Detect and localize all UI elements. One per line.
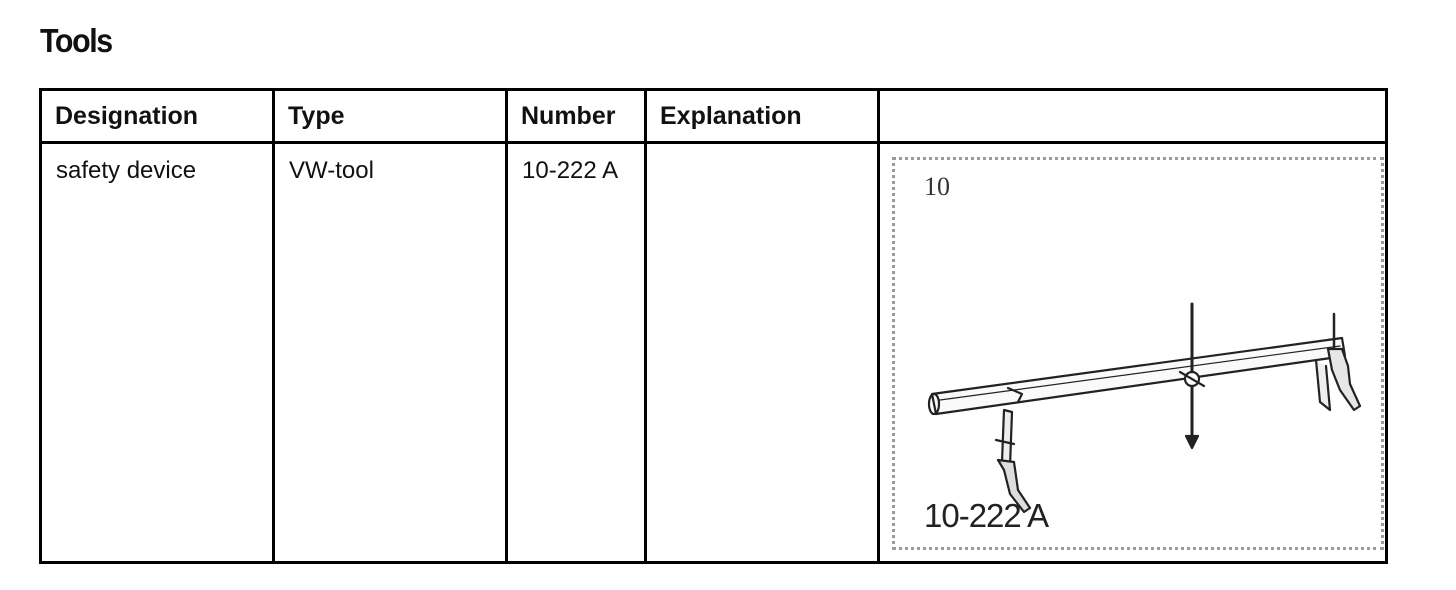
cell-explanation bbox=[644, 141, 880, 564]
illustration-label: 10 bbox=[924, 172, 950, 201]
header-illustration bbox=[877, 88, 1388, 144]
table-row: safety device VW-tool 10-222 A bbox=[39, 141, 1388, 564]
table-header-row: Designation Type Number Explanation bbox=[39, 88, 1388, 144]
header-designation: Designation bbox=[39, 88, 275, 144]
type-value: VW-tool bbox=[289, 157, 374, 184]
designation-value: safety device bbox=[56, 157, 197, 184]
illustration-caption: 10-222 A bbox=[924, 497, 1049, 534]
illustration-frame bbox=[892, 157, 1384, 550]
page-title: Tools bbox=[40, 22, 113, 59]
cell-number: 10-222 A bbox=[505, 141, 647, 564]
number-value: 10-222 A bbox=[522, 157, 619, 184]
safety-device-tool-drawing-icon bbox=[927, 302, 1362, 514]
cell-type: VW-tool bbox=[272, 141, 508, 564]
cell-illustration: 10 10-222 A bbox=[877, 141, 1388, 564]
header-type: Type bbox=[272, 88, 508, 144]
explanation-value bbox=[647, 144, 877, 168]
tools-table: Designation Type Number Explanation safe… bbox=[39, 88, 1388, 564]
header-number: Number bbox=[505, 88, 647, 144]
header-explanation: Explanation bbox=[644, 88, 880, 144]
tool-illustration: 10 10-222 A bbox=[880, 144, 1385, 561]
cell-designation: safety device bbox=[39, 141, 275, 564]
